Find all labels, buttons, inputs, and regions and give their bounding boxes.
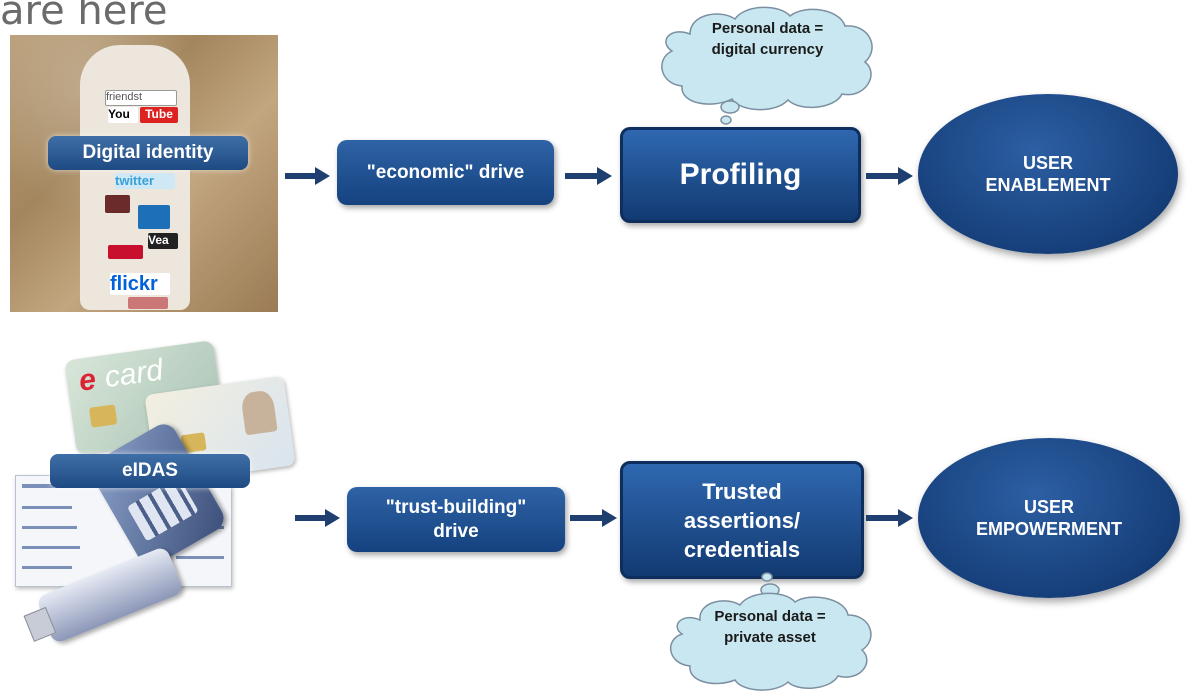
form-line xyxy=(22,546,80,549)
portrait-icon xyxy=(240,389,278,436)
collage-logo-you: You xyxy=(108,107,138,123)
arrow-right-icon xyxy=(285,167,330,185)
user-enablement-label: USER ENABLEMENT xyxy=(985,153,1111,195)
cloud-text-digital-currency: Personal data = digital currency xyxy=(711,20,824,58)
ecard-e: e xyxy=(76,362,98,398)
collage-tile xyxy=(105,195,130,213)
eidas-devices-image: e card eIDAS xyxy=(10,330,300,650)
form-line xyxy=(22,566,72,569)
arrow-right-icon xyxy=(570,509,617,527)
page-heading: are here xyxy=(0,0,168,34)
arrow-right-icon xyxy=(866,509,913,527)
eidas-label: eIDAS xyxy=(50,454,250,488)
digital-identity-collage-image: friendst You Tube twitter Vea flickr Dig… xyxy=(10,35,278,312)
arrow-right-icon xyxy=(565,167,612,185)
usb-connector xyxy=(23,606,57,642)
collage-tile xyxy=(138,205,170,229)
arrow-right-icon xyxy=(295,509,340,527)
form-line xyxy=(22,506,72,509)
ecard-text: card xyxy=(102,353,165,395)
collage-logo-friendster: friendst xyxy=(105,90,177,106)
user-empowerment-label: USER EMPOWERMENT xyxy=(976,497,1122,539)
thought-cloud-icon xyxy=(661,6,873,125)
collage-tile xyxy=(128,297,168,309)
chip-icon xyxy=(88,404,118,428)
form-line xyxy=(22,526,77,529)
trusted-assertions-box: Trusted assertions/ credentials xyxy=(620,461,864,579)
collage-logo-twitter: twitter xyxy=(115,173,175,189)
collage-logo-vea: Vea xyxy=(148,233,178,249)
collage-logo-tube: Tube xyxy=(140,107,178,123)
digital-identity-label: Digital identity xyxy=(48,136,248,170)
trusted-assertions-label: Trusted assertions/ credentials xyxy=(683,478,801,562)
user-enablement-ellipse: USER ENABLEMENT xyxy=(918,94,1178,254)
arrow-right-icon xyxy=(866,167,913,185)
collage-logo-flickr: flickr xyxy=(110,273,170,295)
cloud-text-private-asset: Personal data = private asset xyxy=(714,608,826,646)
thought-cloud-icon xyxy=(669,572,872,691)
form-line xyxy=(176,556,224,559)
trust-building-drive-box: "trust-building" drive xyxy=(347,487,565,552)
profiling-box: Profiling xyxy=(620,127,861,223)
trust-building-drive-label: "trust-building" drive xyxy=(385,496,527,542)
collage-tile xyxy=(108,245,143,259)
user-empowerment-ellipse: USER EMPOWERMENT xyxy=(918,438,1180,598)
economic-drive-box: "economic" drive xyxy=(337,140,554,205)
